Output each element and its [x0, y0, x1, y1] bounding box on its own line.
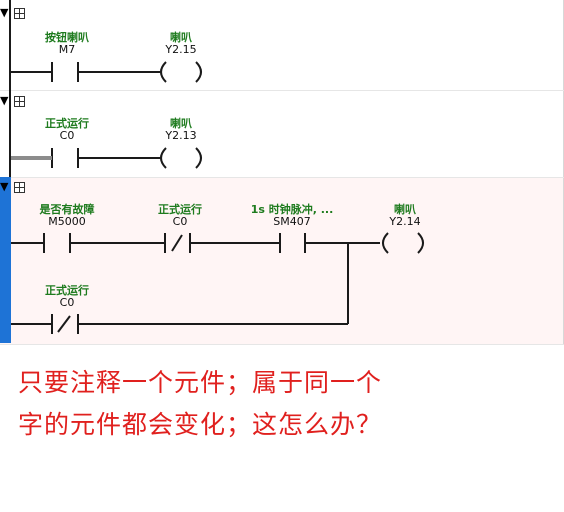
network-2[interactable]: [0, 90, 564, 177]
collapse-triangle-icon[interactable]: ▼: [0, 180, 9, 193]
contact-comment: 正式运行: [158, 203, 202, 216]
contact-c0[interactable]: [44, 146, 86, 170]
contact-comment: 按钮喇叭: [45, 31, 89, 44]
coil-comment: 喇叭: [170, 117, 192, 130]
contact-address[interactable]: C0: [172, 215, 188, 228]
contact-address[interactable]: C0: [59, 296, 75, 309]
network-1[interactable]: [0, 0, 564, 90]
coil-y2-15[interactable]: [154, 60, 210, 84]
contact-address[interactable]: SM407: [273, 215, 311, 228]
contact-m5000[interactable]: [36, 231, 78, 255]
expand-box-icon[interactable]: [14, 96, 25, 107]
coil-comment: 喇叭: [170, 31, 192, 44]
expand-box-icon[interactable]: [14, 8, 25, 19]
contact-comment: 是否有故障: [39, 203, 95, 216]
contact-comment: 正式运行: [45, 284, 89, 297]
coil-address[interactable]: Y2.13: [165, 129, 197, 142]
contact-sm407[interactable]: [272, 231, 314, 255]
collapse-triangle-icon[interactable]: ▼: [0, 6, 9, 19]
collapse-triangle-icon[interactable]: ▼: [0, 94, 9, 107]
network-3[interactable]: [0, 177, 564, 345]
caption-line-1: 只要注释一个元件；属于同一个: [18, 368, 383, 397]
coil-comment: 喇叭: [394, 203, 416, 216]
expand-box-icon[interactable]: [14, 182, 25, 193]
caption-line-2: 字的元件都会变化；这怎么办？: [18, 410, 383, 439]
contact-address[interactable]: M5000: [48, 215, 86, 228]
coil-address[interactable]: Y2.14: [389, 215, 421, 228]
contact-c0-negated[interactable]: [157, 231, 199, 255]
contact-address[interactable]: C0: [59, 129, 75, 142]
left-power-rail: [9, 0, 11, 177]
contact-m7[interactable]: [44, 60, 86, 84]
coil-y2-13[interactable]: [154, 146, 210, 170]
contact-address[interactable]: M7: [58, 43, 76, 56]
contact-c0-negated-branch[interactable]: [44, 312, 86, 336]
selected-network-rail: [0, 177, 11, 343]
contact-comment: 1s 时钟脉冲, ...: [250, 203, 334, 216]
coil-y2-14[interactable]: [376, 231, 432, 255]
coil-address[interactable]: Y2.15: [165, 43, 197, 56]
contact-comment: 正式运行: [45, 117, 89, 130]
